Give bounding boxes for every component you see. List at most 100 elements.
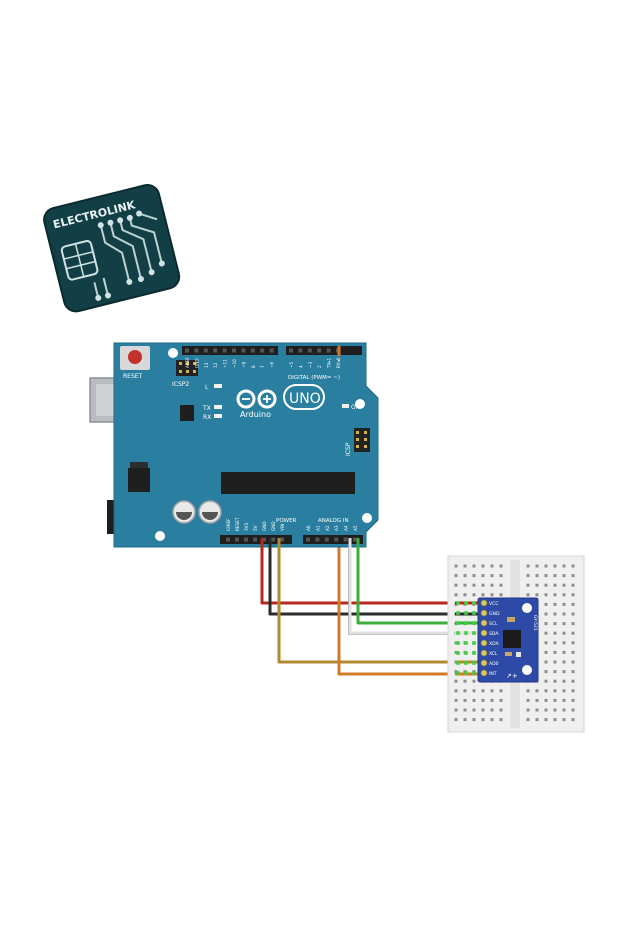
breadboard-hole (499, 593, 503, 597)
digital-pin-hole (222, 348, 227, 353)
digital-pin-hole (269, 348, 274, 353)
analog-pin-hole (343, 537, 348, 542)
breadboard-hole (571, 612, 575, 616)
module-pin-label: XCL (489, 651, 498, 657)
breadboard-hole (562, 650, 566, 654)
breadboard-hole (553, 698, 557, 702)
wire-gnd-gnd (268, 540, 468, 616)
breadboard-hole (463, 708, 467, 712)
arduino-logo-icon (236, 389, 277, 409)
mount-hole (155, 531, 165, 541)
breadboard-hole (490, 708, 494, 712)
analog-label: ANALOG IN (318, 518, 349, 524)
breadboard-hole (553, 612, 557, 616)
active-hole (464, 621, 468, 625)
regulator-tab (130, 462, 148, 468)
logo-chip-lines (63, 243, 96, 277)
breadboard-hole (490, 718, 494, 722)
breadboard-hole (454, 698, 458, 702)
digital-pin-hole (185, 348, 189, 353)
module-pin-label: AD0 (489, 661, 499, 667)
module-pin (480, 619, 488, 627)
breadboard-hole (499, 689, 503, 693)
breadboard-hole (571, 698, 575, 702)
active-hole (472, 611, 476, 615)
wire-5v-vcc (260, 540, 468, 605)
led-on (342, 404, 349, 408)
breadboard-hole (553, 622, 557, 626)
active-hole (456, 661, 460, 665)
module-pin-label: GND (489, 611, 500, 617)
digital-pin-hole (298, 348, 303, 353)
active-hole (472, 601, 476, 605)
active-hole (456, 631, 460, 635)
led-on-label: ON (351, 404, 360, 411)
breadboard-hole (481, 583, 485, 587)
power-pin-hole (280, 537, 284, 542)
breadboard-hole (562, 564, 566, 568)
module-pin-label: SDA (489, 631, 499, 637)
electrolink-logo: ELECTROLINK (43, 184, 181, 313)
wire-header-ends (260, 346, 360, 548)
led-tx-label: TX (202, 405, 211, 412)
digital-pin-label: 12 (213, 362, 218, 368)
breadboard-hole (562, 574, 566, 578)
breadboard-hole (544, 631, 548, 635)
breadboard-hole (454, 583, 458, 587)
digital-pin-hole (213, 348, 218, 353)
active-hole (464, 671, 468, 675)
breadboard-hole (553, 583, 557, 587)
active-hole (472, 621, 476, 625)
wires (260, 350, 468, 676)
breadboard-hole (490, 689, 494, 693)
icsp-pins (356, 431, 367, 448)
breadboard-hole (544, 641, 548, 645)
digital-pin-label: ~5 (289, 361, 294, 368)
power-label: POWER (276, 518, 297, 524)
breadboard-hole (544, 593, 548, 597)
capacitor-1-mark (176, 512, 192, 520)
breadboard-hole (562, 679, 566, 683)
digital-pin-label: ~6 (270, 361, 275, 368)
breadboard-hole (490, 593, 494, 597)
digital-pin-hole (250, 348, 255, 353)
breadboard-hole (463, 564, 467, 568)
breadboard-hole (481, 689, 485, 693)
analog-header (303, 535, 363, 544)
breadboard-hole (544, 564, 548, 568)
breadboard-hole (571, 708, 575, 712)
breadboard-hole (472, 698, 476, 702)
module-pin (480, 649, 488, 657)
reset-button-cap[interactable] (128, 350, 142, 364)
breadboard-hole (454, 650, 458, 654)
breadboard-hole (544, 689, 548, 693)
module-pin-label: SCL (489, 621, 498, 627)
breadboard-hole (472, 574, 476, 578)
power-pin-hole (253, 537, 257, 542)
digital-pin-hole (203, 348, 208, 353)
active-hole (472, 631, 476, 635)
power-pin-hole (262, 537, 266, 542)
power-pin-label: 5V (253, 525, 258, 531)
arduino-logo-symbols (242, 395, 271, 403)
power-pin-label: VIN (280, 524, 285, 531)
breadboard-hole (571, 670, 575, 674)
breadboard-hole (481, 718, 485, 722)
mount-hole (355, 399, 365, 409)
active-hole (464, 601, 468, 605)
breadboard-hole (553, 689, 557, 693)
breadboard-hole (499, 564, 503, 568)
digital-pin-label: ~3 (308, 361, 313, 368)
breadboard-hole (472, 708, 476, 712)
analog-pin-label: A1 (315, 525, 320, 531)
breadboard-hole (535, 718, 539, 722)
breadboard-hole (535, 708, 539, 712)
arduino-pcb (113, 342, 379, 548)
breadboard-hole (562, 689, 566, 693)
breadboard-hole (571, 583, 575, 587)
capacitor-2-mark (202, 512, 218, 520)
breadboard-hole (490, 574, 494, 578)
breadboard-hole (562, 622, 566, 626)
